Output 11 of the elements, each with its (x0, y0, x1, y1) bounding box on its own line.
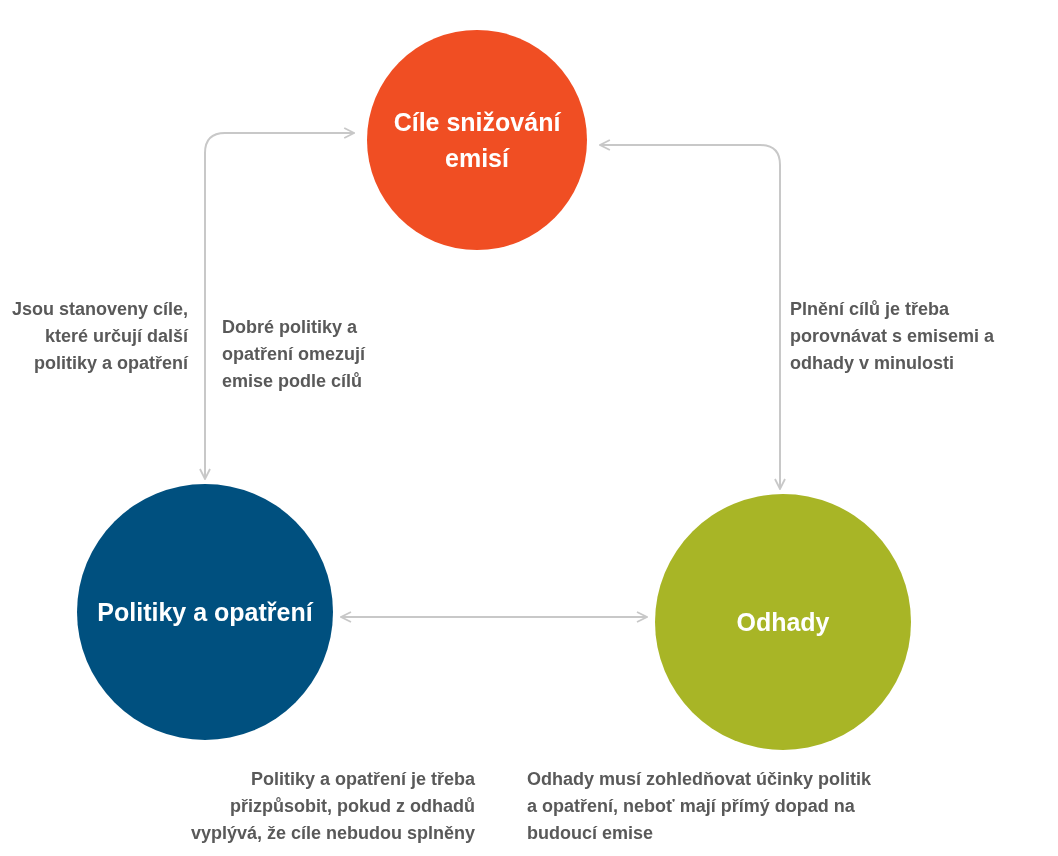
node-label: Odhady (735, 606, 831, 638)
double-arrow (340, 611, 648, 623)
annotation-text: Odhady musí zohledňovat účinky politik a opatření, neboť mají přímý dopad na budoucí emise (527, 768, 872, 845)
annotation-text: Politiky a opatření je třeba přizpůsobit, pokud z odhadů vyplývá, že cíle nebudou splněny (189, 768, 475, 845)
double-arrow (598, 139, 786, 490)
node-label: Politiky a opatření (96, 596, 315, 628)
double-arrow (199, 127, 356, 480)
annotation-text: Dobré politiky a opatření omezují emise podle cílů (222, 316, 367, 393)
annotation-text: Plnění cílů je třeba porovnávat s emisemi a odhady v minulosti (790, 298, 996, 375)
annotation-text: Jsou stanoveny cíle, které určují další politiky a opatření (10, 298, 188, 375)
node-label: Cíle snižování emisí (392, 106, 562, 174)
